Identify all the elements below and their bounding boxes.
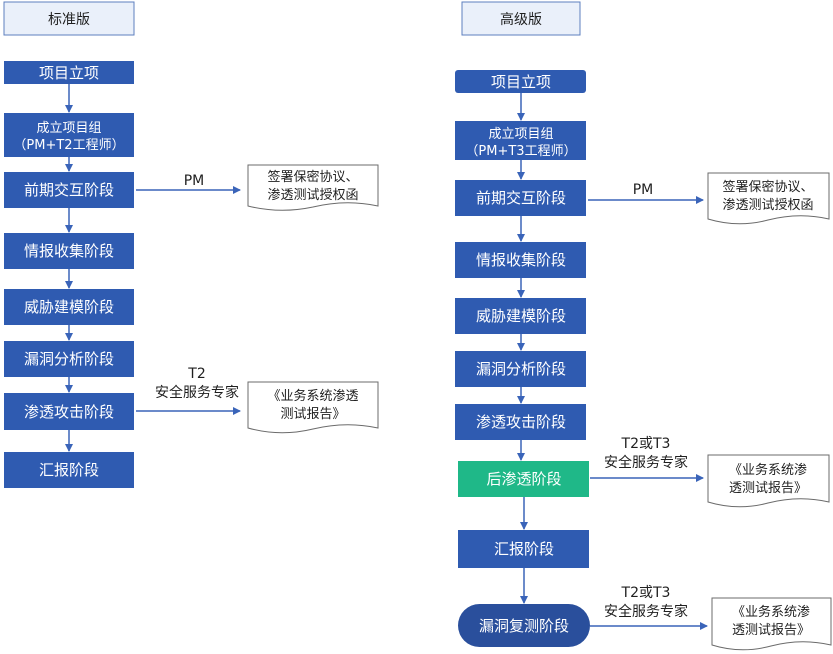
advanced-branch2-edge-line1: T2或T3: [621, 436, 671, 452]
standard-version: 标准版 项目立项 成立项目组 （PM+T2工程师） 前期交互阶段 情报收集阶段 …: [3, 1, 379, 488]
advanced-title: 高级版: [500, 11, 542, 28]
advanced-branch3-doc-line2: 透测试报告》: [732, 623, 810, 638]
advanced-step-report-label: 汇报阶段: [494, 540, 554, 558]
standard-step-team-line1: 成立项目组: [36, 121, 101, 136]
advanced-step-report: [458, 530, 589, 568]
standard-branch1-doc-line1: 签署保密协议、: [267, 169, 358, 185]
advanced-step-team: [455, 121, 586, 160]
advanced-branch1-doc-line1: 签署保密协议、: [722, 179, 813, 195]
standard-branch1-document: [247, 164, 379, 211]
advanced-step-project-init-label: 项目立项: [491, 73, 551, 91]
standard-step-vuln-analysis-label: 漏洞分析阶段: [24, 350, 114, 368]
advanced-branch3-edge-line2: 安全服务专家: [604, 603, 688, 620]
advanced-branch2-doc-line2: 透测试报告》: [729, 481, 807, 496]
advanced-branch2-doc-line1: 《业务系统渗: [729, 462, 807, 478]
standard-title: 标准版: [48, 12, 90, 28]
advanced-step-retest-label: 漏洞复测阶段: [479, 617, 569, 635]
standard-step-team-line2: （PM+T2工程师）: [13, 138, 124, 153]
advanced-step-post-exploitation-label: 后渗透阶段: [486, 470, 561, 488]
standard-step-threat-model-label: 威胁建模阶段: [24, 298, 114, 316]
standard-step-vuln-analysis: [4, 341, 134, 377]
standard-step-intel: [4, 233, 134, 269]
advanced-step-intel: [455, 242, 586, 278]
advanced-version: 高级版 项目立项 成立项目组 （PM+T3工程师） 前期交互阶段 情报收集阶段 …: [455, 1, 832, 651]
advanced-step-team-line2: （PM+T3工程师）: [465, 144, 576, 159]
advanced-step-retest: [458, 604, 590, 647]
standard-step-exploitation: [4, 393, 134, 430]
advanced-step-post-exploitation: [458, 461, 589, 497]
standard-branch2-doc-line2: 测试报告》: [280, 407, 345, 422]
advanced-branch1-edge-label: PM: [633, 182, 654, 198]
standard-branch2-edge-line2: 安全服务专家: [155, 384, 239, 401]
standard-step-intel-label: 情报收集阶段: [24, 242, 114, 260]
standard-title-box: [3, 1, 135, 36]
advanced-step-exploitation: [455, 404, 586, 440]
standard-step-report-label: 汇报阶段: [39, 461, 99, 479]
advanced-branch1-doc-line2: 渗透测试授权函: [722, 197, 813, 213]
advanced-step-project-init: [455, 70, 586, 93]
standard-branch1-edge-label: PM: [184, 173, 205, 189]
advanced-title-box: [461, 1, 581, 36]
advanced-step-vuln-analysis-label: 漏洞分析阶段: [476, 360, 566, 378]
standard-step-report: [4, 452, 134, 488]
standard-step-team: [4, 113, 134, 157]
standard-connectors: [65, 84, 241, 452]
standard-step-project-init-label: 项目立项: [39, 64, 99, 82]
advanced-step-pre-engagement: [455, 180, 586, 216]
advanced-step-threat-model: [455, 298, 586, 334]
advanced-branch2-edge-line2: 安全服务专家: [604, 454, 688, 471]
advanced-step-intel-label: 情报收集阶段: [476, 251, 566, 269]
standard-step-threat-model: [4, 289, 134, 325]
standard-step-project-init: [4, 61, 134, 84]
standard-step-pre-engagement-label: 前期交互阶段: [24, 181, 114, 199]
advanced-step-vuln-analysis: [455, 351, 586, 387]
advanced-branch3-doc-line1: 《业务系统渗: [732, 604, 810, 620]
advanced-step-exploitation-label: 渗透攻击阶段: [476, 413, 566, 431]
advanced-step-threat-model-label: 威胁建模阶段: [476, 307, 566, 325]
advanced-step-team-line1: 成立项目组: [488, 127, 553, 142]
standard-branch2-edge-line1: T2: [187, 366, 205, 382]
advanced-branch3-edge-line1: T2或T3: [621, 585, 671, 601]
standard-step-pre-engagement: [4, 172, 134, 208]
advanced-branch3-document: [711, 597, 832, 651]
standard-branch1-doc-line2: 渗透测试授权函: [267, 187, 358, 203]
standard-branch2-document: [247, 381, 379, 434]
advanced-branch2-document: [707, 454, 830, 508]
advanced-branch1-document: [707, 172, 830, 225]
advanced-step-pre-engagement-label: 前期交互阶段: [476, 189, 566, 207]
standard-step-exploitation-label: 渗透攻击阶段: [24, 403, 114, 421]
advanced-connectors: [517, 93, 708, 630]
standard-branch2-doc-line1: 《业务系统渗透: [267, 388, 358, 404]
